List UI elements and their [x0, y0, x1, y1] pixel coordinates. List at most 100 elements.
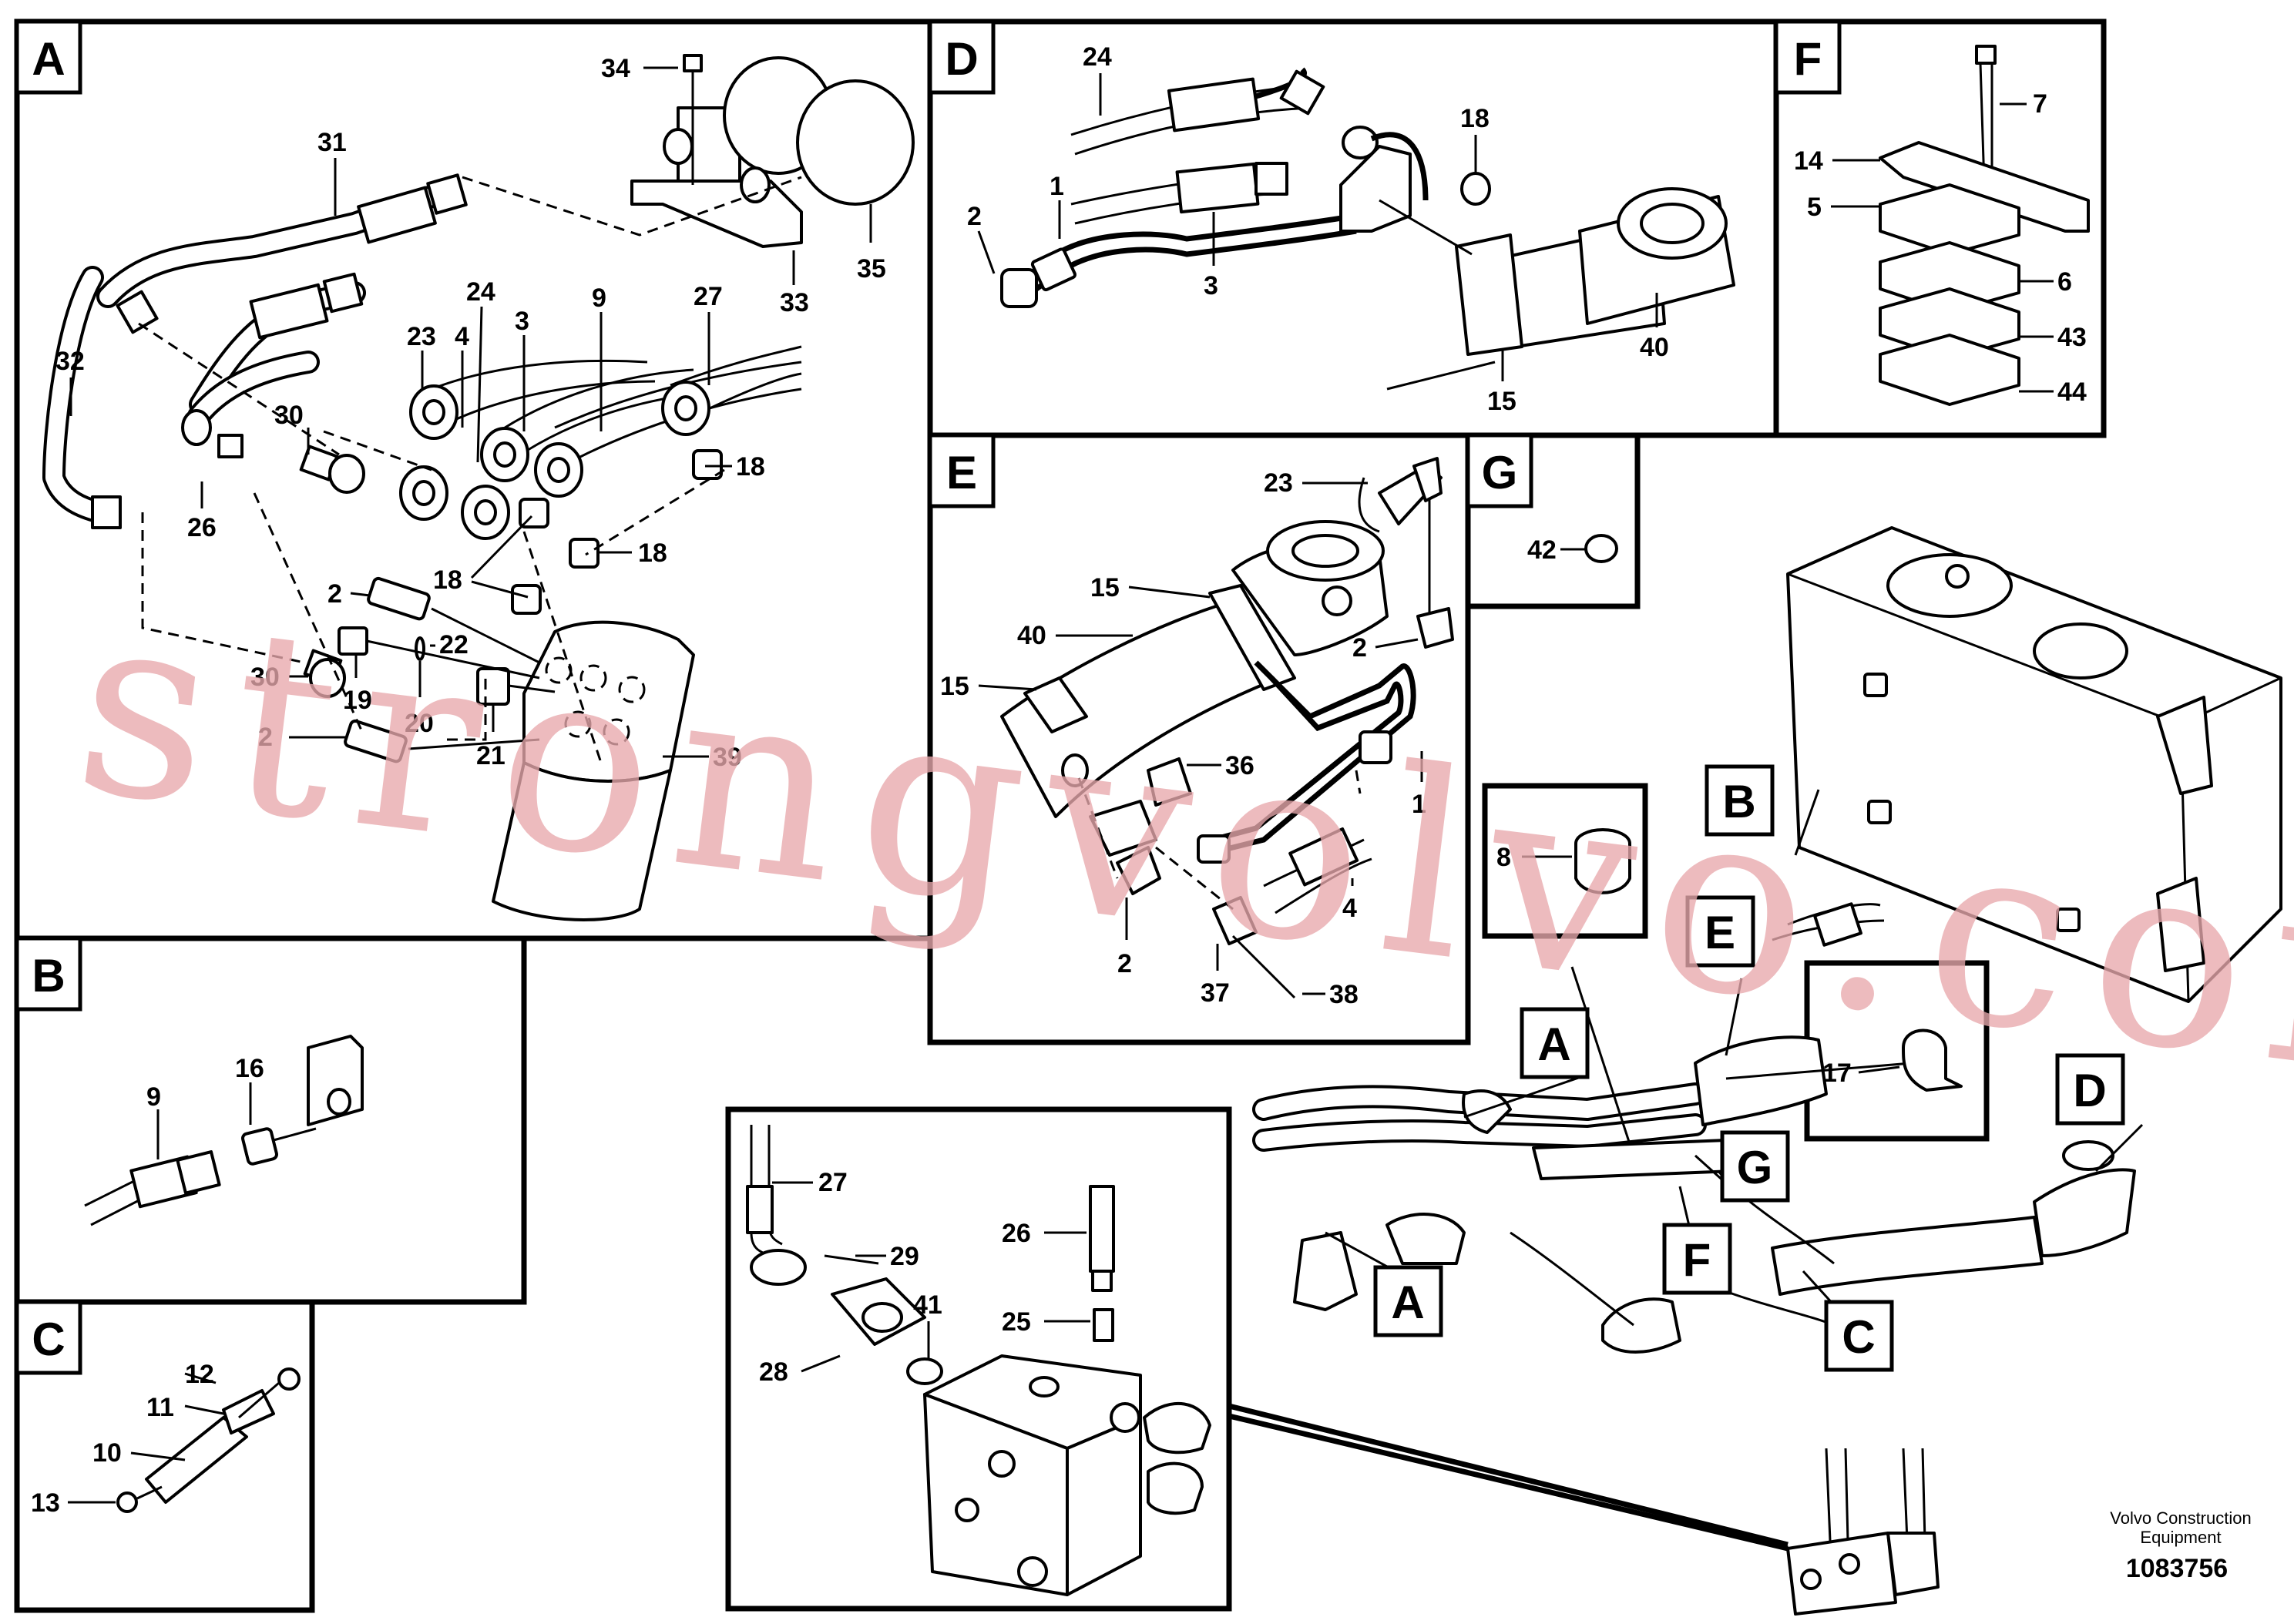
callout-30: 30 [274, 401, 304, 430]
panel-f-drawing: 7 14 5 6 43 44 [1794, 45, 2090, 407]
hose-27-ferrule [746, 1185, 774, 1234]
bracket [1339, 145, 1412, 233]
hose-32-nut [91, 495, 122, 529]
panel-a-callouts: 34 31 33 35 24 3 9 27 23 4 32 30 26 18 1… [55, 54, 886, 772]
callout-1: 1 [1050, 172, 1064, 201]
clamp-half-6 [1879, 241, 2020, 314]
cylinder-d-eye [2033, 1168, 2136, 1257]
callout-25: 25 [1002, 1307, 1031, 1337]
callout-18: 18 [638, 539, 667, 568]
callout-18: 18 [1460, 104, 1490, 133]
frame-pivot [1601, 1297, 1681, 1354]
panel-a-letter: A [32, 33, 65, 85]
steering-unit-overview [1293, 1231, 1358, 1311]
panel-d-drawing: 24 18 2 1 3 40 15 [967, 42, 1735, 416]
hose-9-nut [176, 1150, 221, 1195]
valve-detail-frame [725, 1106, 1232, 1612]
nut-18 [569, 538, 600, 569]
panel-e-letterbox [928, 433, 996, 508]
bolt-34-head [683, 54, 703, 72]
footer: Volvo Construction Equipment 1083756 [2110, 1508, 2251, 1583]
steering-unit-39-motor [492, 761, 672, 921]
panel-a-letterbox [15, 19, 82, 95]
solenoid [1147, 1461, 1204, 1515]
callout-2: 2 [967, 202, 982, 231]
panel-g-frame [1465, 432, 1641, 609]
callout-35: 35 [857, 254, 886, 284]
callout-27: 27 [694, 282, 723, 311]
washer-13 [116, 1491, 138, 1513]
hose-31-ferrule [357, 186, 437, 244]
callout-14: 14 [1794, 146, 1823, 176]
callout-2: 2 [327, 579, 342, 609]
callout-6: 6 [2057, 267, 2072, 297]
hose-band-8 [1574, 844, 1631, 894]
clamp-half-5 [1879, 183, 2020, 256]
solenoid [1143, 1402, 1211, 1455]
hose-24-ferrule [1167, 77, 1261, 133]
bolt-7-head [1975, 45, 1997, 65]
callout-44: 44 [2057, 377, 2087, 407]
brand-line-2: Equipment [2140, 1528, 2221, 1547]
callout-15: 15 [940, 672, 969, 701]
overview-letter-d: D [2073, 1065, 2106, 1116]
callout-31: 31 [317, 128, 347, 157]
callout-7: 7 [2033, 89, 2047, 119]
callout-21: 21 [476, 741, 505, 770]
clamp-half-44 [1879, 334, 2020, 406]
elbow-2 [1116, 846, 1161, 895]
bracket-33 [630, 180, 803, 248]
overview-letterbox-a-top [1520, 1007, 1590, 1079]
nut-18 [692, 449, 723, 480]
fitting [1359, 730, 1392, 764]
overview-letter-a: A [1537, 1018, 1570, 1070]
oring-42 [1584, 534, 1618, 563]
callout-24: 24 [466, 277, 495, 307]
panel-g-letter: G [1482, 447, 1518, 498]
callout-26: 26 [187, 513, 217, 542]
callout-28: 28 [759, 1357, 788, 1387]
pivot [1061, 753, 1089, 787]
hose-4-line [492, 368, 694, 437]
callout-41: 41 [913, 1290, 942, 1320]
fitting-2 [367, 576, 431, 621]
elbow-2-nut [1030, 247, 1076, 292]
callout-4: 4 [455, 322, 469, 351]
adapter-30-nut [309, 658, 346, 698]
callout-9: 9 [592, 284, 606, 313]
bushing [663, 128, 694, 165]
fitting [1197, 834, 1231, 864]
adapter-30-nut [328, 454, 365, 494]
panel-f-frame [1773, 18, 2107, 438]
elbow-2 [1000, 268, 1038, 308]
overview-drawing: A A B C D E F G 8 17 [1228, 526, 2282, 1616]
overview-letter-c: C [1842, 1311, 1875, 1363]
hose-26-nut [217, 434, 244, 458]
frame-pivot-a [1385, 1213, 1466, 1265]
callout-33: 33 [780, 288, 809, 317]
callout-8: 8 [1496, 843, 1511, 872]
callout-37: 37 [1201, 978, 1230, 1008]
panel-c-letterbox [15, 1300, 82, 1375]
oring-41 [906, 1357, 943, 1385]
panel-c-drawing: 12 11 10 13 [31, 1360, 301, 1518]
overview-letterbox-b [1705, 764, 1775, 837]
callout-1: 1 [1412, 790, 1426, 819]
callout-10: 10 [92, 1438, 122, 1468]
panel-d-letter: D [945, 33, 978, 85]
hose-24-nut [1279, 69, 1325, 116]
callout-19: 19 [343, 686, 372, 715]
tank-sight-glass [2156, 696, 2213, 795]
reservoir-35-front [796, 79, 915, 206]
nut-18 [1460, 172, 1491, 206]
clamp-15 [1208, 584, 1296, 691]
screw-12 [277, 1367, 301, 1391]
callout-18: 18 [433, 565, 462, 595]
callout-15: 15 [1090, 573, 1120, 602]
tube-1 [1201, 660, 1416, 858]
panel-letters: A B C D E F G [15, 19, 1842, 1375]
callout-43: 43 [2057, 323, 2087, 352]
clamp-11 [222, 1389, 275, 1434]
